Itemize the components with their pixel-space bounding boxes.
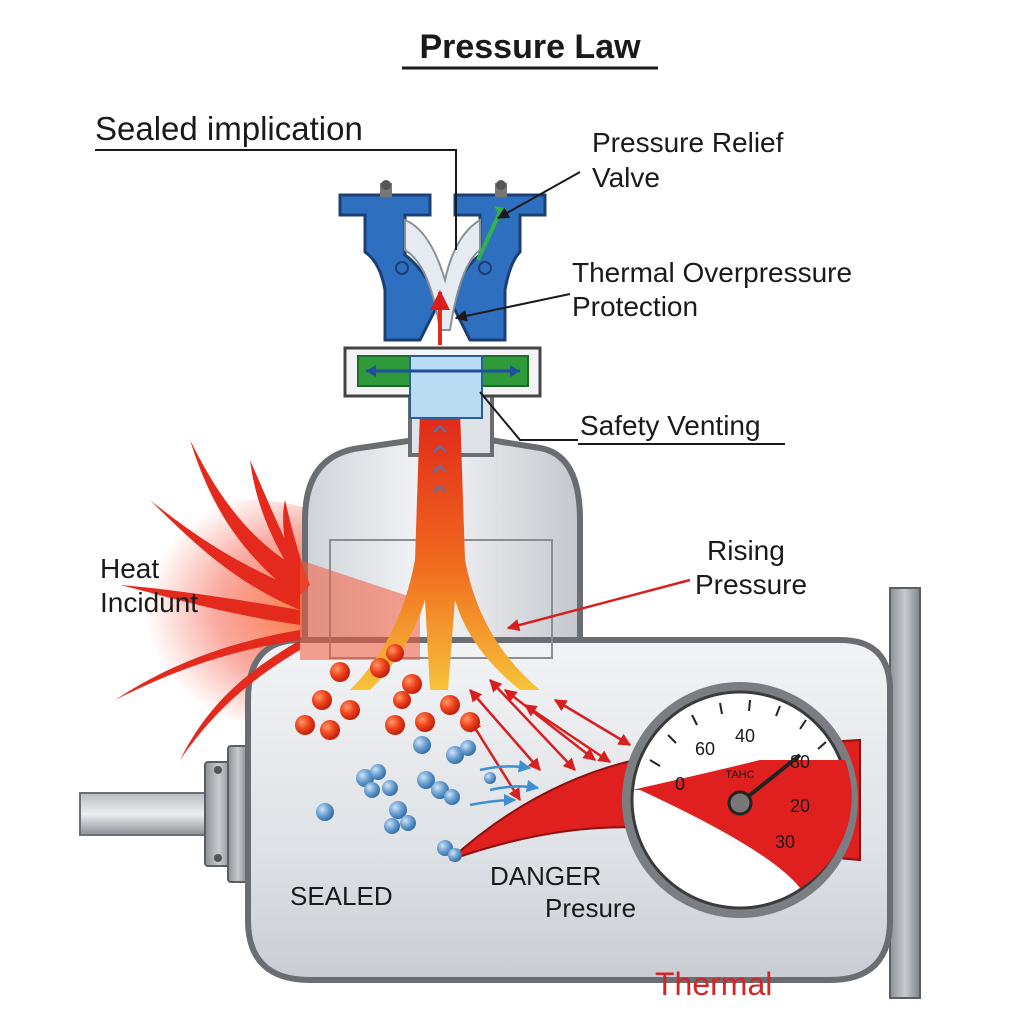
label-danger-1: DANGER	[490, 861, 601, 891]
hot-gas-jet	[350, 410, 540, 690]
label-rising-1: Rising	[707, 535, 785, 566]
rising-pressure-arrow	[506, 578, 691, 632]
label-rising-2: Pressure	[695, 569, 807, 600]
label-safety-venting: Safety Venting	[580, 410, 761, 441]
label-thermal-overpressure-1: Thermal Overpressure	[572, 257, 852, 288]
svg-text:Pressure Law: Pressure Law	[419, 28, 641, 66]
gauge-tick-30: 30	[775, 832, 795, 852]
diagram-title: Pressure Law	[402, 28, 658, 70]
label-thermal: Thermal	[655, 966, 772, 1002]
gauge-tick-40: 40	[735, 726, 755, 746]
label-relief-valve-1: Pressure Relief	[592, 127, 784, 158]
gauge-tick-60: 60	[695, 739, 715, 759]
pressure-gauge: 60 40 80 0 20 30 TAHC	[622, 682, 858, 918]
hot-molecules	[295, 644, 480, 740]
cool-molecules	[316, 736, 496, 862]
label-sealed-implication: Sealed implication	[95, 110, 363, 147]
gauge-unit-label: TAHC	[725, 769, 754, 781]
outlet-pipe	[79, 745, 249, 883]
heat-flames	[115, 440, 310, 760]
label-danger-2: Presure	[545, 893, 636, 923]
gauge-tick-0: 0	[675, 774, 685, 794]
label-heat-1: Heat	[100, 553, 159, 584]
gauge-tick-20: 20	[790, 796, 810, 816]
label-relief-valve-2: Valve	[592, 162, 660, 193]
pressure-relief-valve	[338, 180, 547, 345]
leader-lines	[95, 149, 785, 445]
gauge-danger-zone	[632, 760, 852, 888]
wall-mount-plate	[889, 587, 921, 999]
gauge-needle	[738, 753, 802, 805]
molecule-motion-arrows	[469, 760, 540, 807]
label-thermal-overpressure-2: Protection	[572, 291, 698, 322]
safety-venting-seal	[343, 346, 542, 419]
pressure-arrows	[468, 679, 632, 802]
label-sealed: SEALED	[290, 881, 393, 911]
label-heat-2: Incidunt	[100, 587, 198, 618]
jet-chevrons	[433, 424, 447, 493]
